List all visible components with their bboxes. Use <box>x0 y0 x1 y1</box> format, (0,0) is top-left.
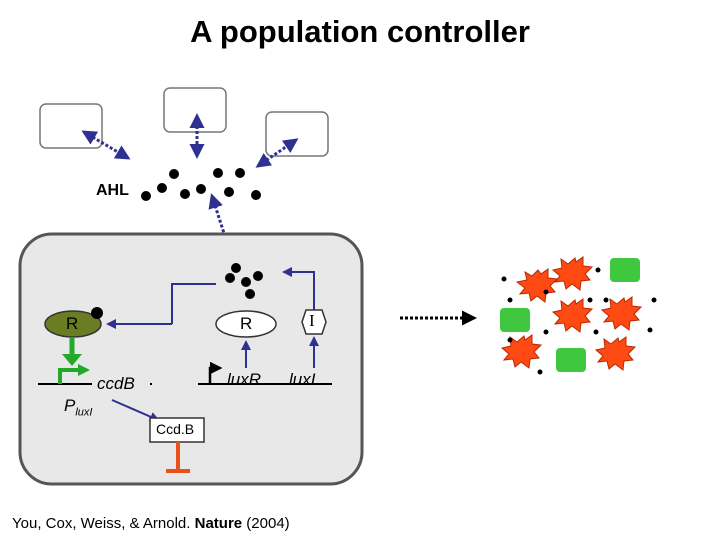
citation-year: (2004) <box>246 515 290 532</box>
cell-body <box>18 232 364 486</box>
live-cell <box>556 348 586 372</box>
citation-authors: You, Cox, Weiss, & Arnold. <box>12 515 191 532</box>
page-title: A population controller <box>190 14 530 49</box>
ahl-exchange-arrow-cell <box>208 193 236 261</box>
dead-cell <box>500 334 543 369</box>
dead-cell <box>594 336 637 371</box>
ccdb-protein-label: Ccd.B <box>156 421 195 437</box>
ccdb-gene-label: ccdB <box>97 374 135 393</box>
dead-cell <box>600 296 643 331</box>
bound-ahl-molecule <box>91 307 103 319</box>
ahl-exchange-arrow-right <box>255 138 299 168</box>
dead-cell <box>515 268 559 303</box>
dead-cell <box>551 298 594 333</box>
plux-promoter-arrowhead <box>78 364 90 376</box>
promoter-activation-arrowhead <box>62 354 82 366</box>
luxr-protein-left-label: R <box>66 314 79 333</box>
luxr-gene-label: luxR <box>227 370 262 389</box>
ccdb-expression-arrow <box>111 399 160 422</box>
luxi-gene-label: luxI <box>289 370 316 389</box>
lux-promoter-symbol <box>208 361 223 384</box>
outside-cell-left <box>39 103 103 149</box>
luxi-to-ahl-arrow <box>282 267 315 310</box>
ahl-label: AHL <box>96 182 129 199</box>
promoter-p: P <box>64 396 76 415</box>
outside-cell-middle <box>163 87 227 133</box>
plux-promoter-symbol <box>58 368 78 384</box>
ahl-exchange-arrow-left <box>81 130 131 160</box>
citation-journal: Nature <box>194 515 243 532</box>
citation: You, Cox, Weiss, & Arnold. Nature (2004) <box>12 515 290 532</box>
ahl-molecules-population <box>501 267 657 375</box>
live-cell <box>500 308 530 332</box>
outside-cell-right <box>265 111 329 157</box>
promoter-subscript: luxI <box>75 406 93 419</box>
ccdb-gene-box <box>92 376 150 392</box>
luxi-protein-label: I <box>309 311 315 330</box>
luxr-protein-right <box>215 310 277 338</box>
live-cell <box>610 258 640 282</box>
result-population <box>500 256 657 375</box>
luxr-protein-right-label: R <box>240 314 253 333</box>
promoter-label: PluxI <box>64 396 92 418</box>
luxi-protein-hexagon <box>301 309 327 335</box>
ahl-molecules-outside <box>141 168 261 201</box>
dead-cell <box>551 256 594 291</box>
activation-arrow <box>110 283 216 325</box>
ahl-molecules-inside <box>225 263 263 299</box>
